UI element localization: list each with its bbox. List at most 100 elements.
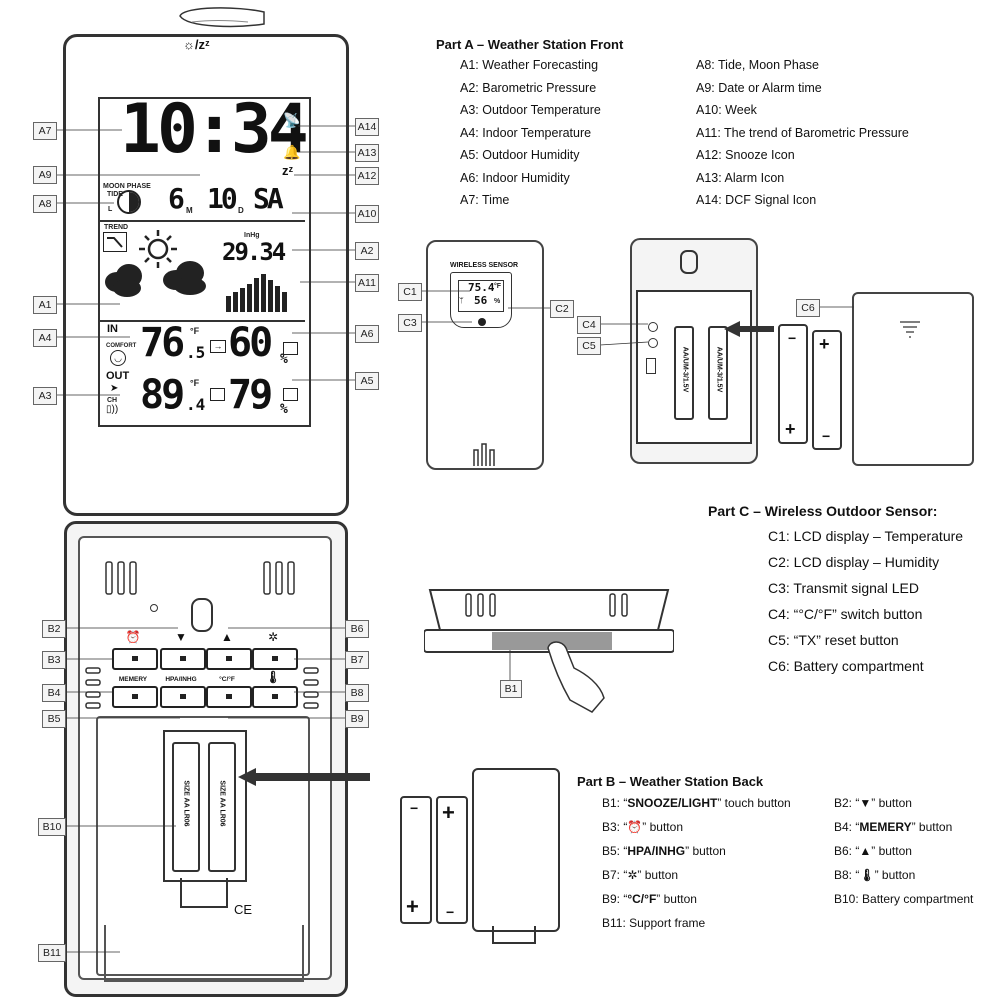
memery-button[interactable] (112, 686, 158, 708)
sensor-led (478, 318, 486, 326)
part-a-item: A3: Outdoor Temperature (460, 103, 601, 117)
thermometer-symbol: 🌡 (265, 670, 281, 684)
front-leader-lines (55, 125, 355, 396)
time-display: 10:34 (120, 90, 309, 169)
sensor-humidity: 56 (474, 294, 488, 307)
tx-reset-button[interactable] (648, 338, 658, 348)
battery-cover-grip-icon (898, 320, 922, 345)
sensor-temp: 75.4 (468, 281, 495, 294)
outdoor-humidity: 79 (228, 372, 273, 418)
indoor-label: IN (107, 323, 118, 335)
outdoor-temp-trend-icon (210, 388, 225, 401)
down-symbol: ▼ (175, 630, 187, 644)
moon-phase-label: MOON PHASE (103, 183, 151, 190)
outdoor-signal-icon: ➤ (110, 383, 119, 394)
tag-b6: B6 (345, 620, 369, 638)
tag-a6: A6 (355, 325, 379, 343)
part-c-list: C1: LCD display – Temperature C2: LCD di… (768, 528, 963, 684)
part-c-item: C2: LCD display – Humidity (768, 554, 940, 570)
tag-b9: B9 (345, 710, 369, 728)
tag-b10: B10 (38, 818, 66, 836)
tag-a9: A9 (33, 166, 57, 184)
part-a-item: A1: Weather Forecasting (460, 58, 599, 72)
tag-c1: C1 (398, 283, 422, 301)
tag-a5: A5 (355, 372, 379, 390)
outdoor-humidity-unit: % (280, 402, 288, 417)
support-frame[interactable] (96, 716, 310, 976)
cloud-icon-left (103, 258, 145, 303)
tag-a11: A11 (355, 274, 379, 292)
battery-latch[interactable] (180, 878, 228, 908)
part-a-item: A12: Snooze Icon (696, 148, 795, 162)
part-a-title: Part A – Weather Station Front (436, 37, 624, 52)
indoor-temp-decimal: .5 (186, 343, 206, 362)
back-cover-tab (492, 926, 536, 944)
tag-c5: C5 (577, 337, 601, 355)
battery-cover[interactable] (852, 292, 974, 466)
sun-icon (137, 228, 179, 275)
part-c-item: C1: LCD display – Temperature (768, 528, 964, 544)
part-a-item: A6: Indoor Humidity (460, 170, 570, 185)
arrow-left-icon (238, 768, 370, 786)
thermometer-button[interactable] (252, 686, 298, 708)
lcd-divider-2 (100, 320, 305, 322)
back-battery-2: SIZE AA LR06 (208, 742, 236, 872)
tag-c2: C2 (550, 300, 574, 318)
indoor-temp: 76 (140, 320, 185, 366)
cf-switch-button[interactable] (648, 322, 658, 332)
sensor-switch[interactable] (646, 358, 656, 374)
part-a-item: A4: Indoor Temperature (460, 125, 592, 140)
hang-hole-icon (191, 598, 213, 632)
part-a-item: A10: Week (696, 103, 757, 117)
weekday-display: SA (253, 182, 284, 215)
cf-button[interactable] (206, 686, 252, 708)
part-a-item: A7: Time (460, 193, 510, 207)
tide-label: TIDE (107, 191, 123, 198)
month-display: 6 (168, 182, 185, 215)
cloud-icon-right (160, 256, 210, 301)
sensor-label: WIRELESS SENSOR (450, 262, 519, 269)
outdoor-temp-decimal: .4 (186, 395, 206, 414)
pressure-unit: InHg (244, 232, 260, 239)
back-battery-1: SIZE AA LR06 (172, 742, 200, 872)
alarm-icon: 🔔 (283, 144, 301, 160)
part-b-item: B6: “▲” button (834, 844, 912, 858)
tag-a14: A14 (355, 118, 379, 136)
indoor-humidity-unit: % (280, 352, 288, 367)
sensor-body (426, 240, 544, 470)
hpa-inhg-button[interactable] (160, 686, 206, 708)
tag-c6: C6 (796, 299, 820, 317)
down-button[interactable] (160, 648, 206, 670)
part-b-item: B8: “🌡” button (834, 868, 916, 882)
part-b-item: B7: “✲” button (602, 868, 679, 882)
tag-b3: B3 (42, 651, 66, 669)
trend-label: TREND (104, 224, 129, 231)
part-b-item: B1: “SNOOZE/LIGHT” touch button (602, 796, 791, 810)
light-symbol: ✲ (267, 630, 279, 644)
tag-a7: A7 (33, 122, 57, 140)
arrow-right-icon: → (210, 340, 226, 353)
tag-c4: C4 (577, 316, 601, 334)
lcd-divider-1 (100, 220, 305, 222)
tide-level-label: L (108, 206, 113, 213)
alarm-button[interactable] (112, 648, 158, 670)
tag-a1: A1 (33, 296, 57, 314)
tag-a4: A4 (33, 329, 57, 347)
back-battery-cover[interactable] (472, 768, 560, 932)
outdoor-humidity-trend-icon (283, 388, 298, 401)
tag-a2: A2 (355, 242, 379, 260)
sensor-humidity-unit: % (494, 298, 501, 305)
comfort-face-icon: ◡ (110, 350, 126, 366)
alarm-symbol: ⏰ (125, 630, 141, 644)
part-b-item: B3: “⏰” button (602, 820, 683, 834)
month-unit: M (186, 206, 193, 215)
outdoor-label: OUT (106, 370, 130, 382)
outdoor-temp-unit: °F (190, 378, 200, 388)
finger-top (178, 4, 268, 28)
part-b-right-list: B2: “▼” button B4: “MEMERY” button B6: “… (834, 796, 973, 916)
up-button[interactable] (206, 648, 252, 670)
ce-mark: CE (234, 902, 253, 917)
sensor-battery-2: AA/UM-3/1.5V (708, 326, 728, 420)
tag-a13: A13 (355, 144, 379, 162)
part-b-item: B5: “HPA/INHG” button (602, 844, 726, 858)
